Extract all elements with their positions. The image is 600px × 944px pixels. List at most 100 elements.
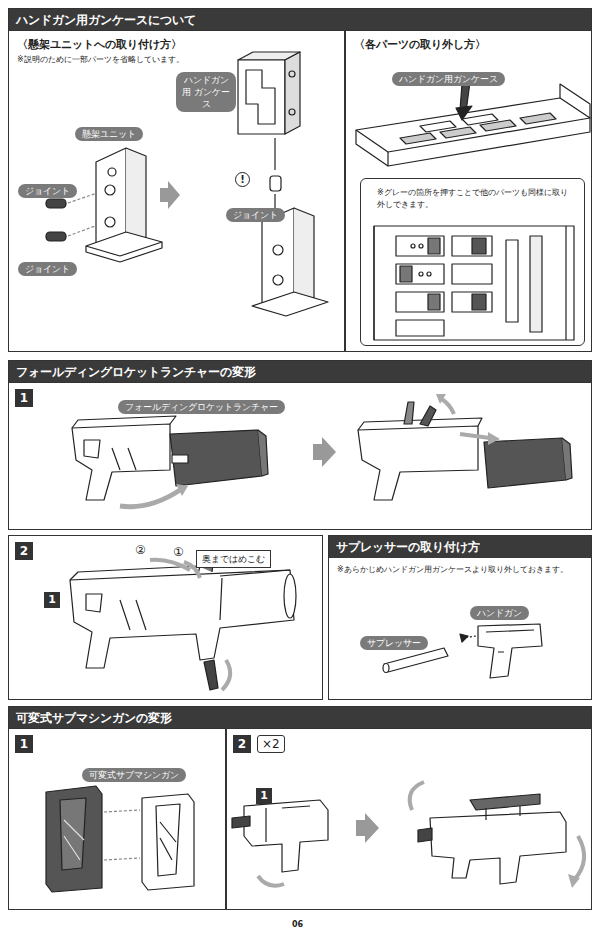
order-number: ① [172, 545, 185, 559]
part-name: フォールディングロケットランチャー [125, 401, 278, 413]
tray-detail [396, 320, 444, 336]
part-label: サプレッサー [360, 636, 428, 650]
tray-detail [396, 292, 444, 312]
rocket-launcher [120, 490, 180, 507]
suspension-unit [86, 148, 162, 262]
smg [410, 782, 584, 888]
part-name: ジョイント [25, 185, 70, 197]
smg [410, 782, 424, 810]
part-label: ジョイント [18, 262, 77, 276]
rocket-launcher [222, 660, 230, 690]
step-number: 1 [15, 389, 33, 407]
rocket-launcher [72, 416, 176, 428]
guide-line [104, 810, 140, 860]
tray-detail [396, 236, 444, 256]
smg [232, 800, 328, 886]
suspension-unit [273, 245, 283, 255]
gun-case [289, 109, 295, 115]
smg-part [46, 786, 102, 892]
part-label: 懸架ユニット [75, 127, 143, 141]
smg [258, 876, 284, 886]
part-name: 懸架ユニット [82, 128, 136, 140]
step-number: 2 [233, 735, 251, 753]
gun-case [246, 70, 275, 124]
handgun [478, 624, 542, 678]
smg [232, 816, 250, 828]
rocket-launcher [72, 424, 170, 500]
gun-case-tray [356, 82, 590, 166]
tray-detail [411, 244, 415, 248]
rocket-launcher [562, 438, 572, 480]
suppressor [383, 648, 448, 673]
joint-part [270, 176, 281, 191]
suspension-unit [108, 168, 116, 176]
callout-box: 奥まではめこむ [196, 550, 271, 568]
smg-part [46, 786, 102, 892]
rocket-launcher [72, 416, 268, 507]
smg [418, 828, 432, 842]
part-name: サプレッサー [367, 637, 421, 649]
rocket-launcher [172, 455, 188, 463]
section-heading: 可変式サブマシンガンの変形 [9, 707, 591, 729]
note-text: ※あらかじめハンドガン用ガンケースより取り外しておきます。 [337, 564, 583, 575]
rocket-launcher [170, 430, 262, 486]
rocket-launcher [176, 484, 188, 496]
section-panel: ハンドガン用ガンケースについて〈懸架ユニットへの取り付け方〉※説明のために一部パ… [8, 8, 592, 352]
rocket-launcher [484, 438, 566, 488]
suppressor [384, 648, 448, 672]
tray-detail [427, 272, 431, 276]
smg [244, 800, 328, 872]
rocket-launcher [70, 566, 200, 580]
tray-detail [374, 226, 574, 340]
suspension-unit [126, 148, 146, 238]
step-reference: 1 [44, 592, 60, 608]
step-arrow [313, 437, 336, 467]
step-arrow [160, 181, 180, 209]
sub-panel: 〈各パーツの取り外し方〉ハンドガン用ガンケース※グレーの箇所を押すことで他のパー… [345, 30, 592, 352]
suspension-unit [105, 217, 115, 227]
rocket-launcher [220, 570, 290, 620]
section-heading: ハンドガン用ガンケースについて [9, 9, 591, 31]
tray-detail [452, 236, 492, 256]
suspension-unit [252, 208, 328, 316]
suspension-unit [252, 292, 328, 316]
part-label: ハンドガン用ガンケース [392, 72, 505, 86]
tray-detail [530, 236, 542, 332]
joint-part [46, 232, 66, 241]
smg [266, 806, 310, 842]
smg [574, 836, 584, 880]
section-panel: フォールディングロケットランチャーの変形1フォールディングロケットランチャー [8, 360, 592, 530]
step-panel: 2×2 [226, 728, 592, 910]
rocket-launcher [436, 394, 446, 404]
smg [430, 812, 566, 884]
part-name: 可変式サブマシンガン [89, 769, 179, 781]
gun-case-tray [356, 130, 388, 166]
tray-detail [428, 238, 440, 254]
rocket-launcher [284, 574, 296, 618]
callout-text: 奥まではめこむ [202, 553, 265, 565]
rocket-launcher [488, 432, 500, 445]
rocket-launcher [70, 556, 296, 690]
part-label: ジョイント [226, 208, 285, 222]
smg [470, 794, 540, 810]
smg-part [160, 822, 176, 860]
tray-detail [452, 264, 492, 284]
step-reference: 1 [256, 788, 272, 804]
rocket-launcher [404, 402, 414, 424]
gun-case-tray [560, 84, 590, 118]
tray-detail [428, 294, 440, 310]
step-panel: 2奥まではめこむ [8, 535, 323, 700]
rocket-launcher [420, 406, 436, 426]
page-number: 06 [292, 920, 303, 929]
smg-part [64, 820, 84, 860]
gun-case-tray [420, 114, 498, 132]
tray-detail [472, 238, 486, 254]
step-arrow [160, 181, 180, 209]
suppressor [383, 664, 389, 673]
gun-case [238, 52, 300, 134]
tray-detail [374, 226, 566, 340]
handgun [460, 624, 542, 678]
part-name: ハンドガン [477, 607, 522, 619]
tray-detail [396, 264, 444, 284]
rocket-launcher [204, 660, 218, 690]
